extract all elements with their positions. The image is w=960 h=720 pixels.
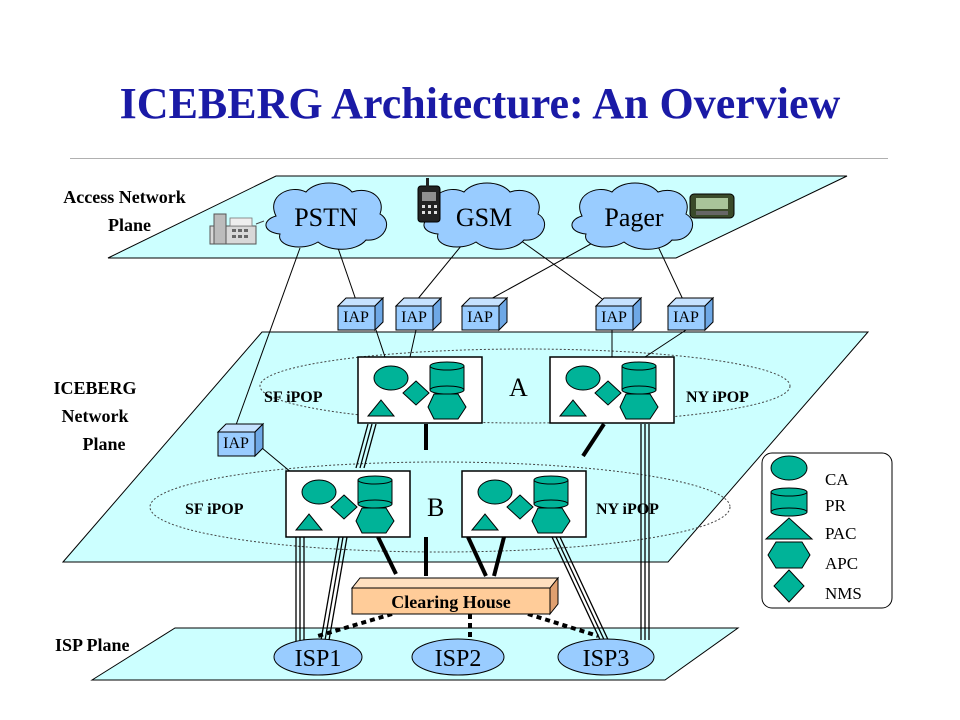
isp2-node: ISP2: [411, 638, 505, 676]
gsm-cloud: GSM: [423, 182, 545, 250]
iap-6-label: IAP: [223, 435, 249, 452]
access-plane-label: Access Network Plane: [32, 183, 217, 239]
legend-box: CA PR PAC APC NMS: [761, 452, 893, 609]
page-title: ICEBERG Architecture: An Overview: [119, 79, 841, 128]
legend-pr-label: PR: [825, 496, 846, 515]
pstn-cloud: PSTN: [265, 182, 387, 250]
access-plane-label-line2: Plane: [108, 215, 151, 235]
isp3-label: ISP3: [583, 646, 630, 672]
isp1-label: ISP1: [295, 646, 342, 672]
iap-4-label: IAP: [601, 309, 627, 326]
title-divider: [70, 158, 888, 159]
pager-icon: [689, 193, 735, 219]
isp2-label: ISP2: [435, 646, 482, 672]
iap-5: IAP: [667, 297, 714, 331]
iceberg-plane-label-line3: Plane: [82, 434, 126, 454]
iap-3-label: IAP: [467, 309, 493, 326]
iceberg-plane-label: ICEBERG Network Plane: [20, 374, 170, 458]
legend-nms-icon: [773, 569, 805, 603]
sf-ipop-a-label: SF iPOP: [264, 389, 323, 406]
legend-ca-label: CA: [825, 470, 849, 489]
legend-ca-icon: [770, 455, 808, 481]
access-plane-label-line1: Access Network: [63, 187, 186, 207]
isp1-node: ISP1: [273, 638, 363, 676]
pager-label: Pager: [604, 203, 664, 232]
legend-apc-icon: [767, 541, 811, 569]
iceberg-plane-label-line2: Network: [61, 406, 129, 426]
iap-1: IAP: [337, 297, 384, 331]
clearing-links: [317, 612, 599, 642]
iceberg-plane-label-line1: ICEBERG: [53, 378, 137, 398]
trunk-links: [295, 423, 650, 647]
iap-4: IAP: [595, 297, 642, 331]
pstn-label: PSTN: [294, 203, 358, 232]
iap-2: IAP: [395, 297, 442, 331]
legend-pac-icon: [764, 517, 814, 540]
mobile-phone-icon: [417, 178, 441, 223]
ny-ipop-b-label: NY iPOP: [596, 501, 659, 518]
iap-6: IAP: [217, 423, 264, 457]
pop-thick-links: [376, 422, 606, 577]
group-b-label: B: [427, 493, 444, 522]
legend-apc-label: APC: [825, 554, 858, 573]
iap-3: IAP: [461, 297, 508, 331]
legend-pac-label: PAC: [825, 524, 857, 543]
group-a-boundary: [259, 348, 791, 424]
sf-ipop-b-label: SF iPOP: [185, 501, 244, 518]
iap-5-label: IAP: [673, 309, 699, 326]
iap-2-label: IAP: [401, 309, 427, 326]
isp3-node: ISP3: [557, 638, 655, 676]
group-a-label: A: [509, 373, 528, 402]
ny-ipop-a-label: NY iPOP: [686, 389, 749, 406]
clearing-house-label: Clearing House: [391, 592, 511, 612]
legend-nms-label: NMS: [825, 584, 862, 603]
gsm-label: GSM: [456, 203, 512, 232]
group-b-boundary: [149, 461, 731, 553]
ny-ipop-b-node: [461, 470, 587, 538]
access-links: [235, 239, 687, 474]
isp-plane-label: ISP Plane: [55, 635, 130, 655]
clearing-house-box: Clearing House: [350, 576, 560, 616]
ny-ipop-a-node: [549, 356, 675, 424]
pager-cloud: Pager: [571, 182, 693, 250]
sf-ipop-b-node: [285, 470, 411, 538]
phone-icon: [209, 213, 265, 245]
sf-ipop-a-node: [357, 356, 483, 424]
iap-1-label: IAP: [343, 309, 369, 326]
